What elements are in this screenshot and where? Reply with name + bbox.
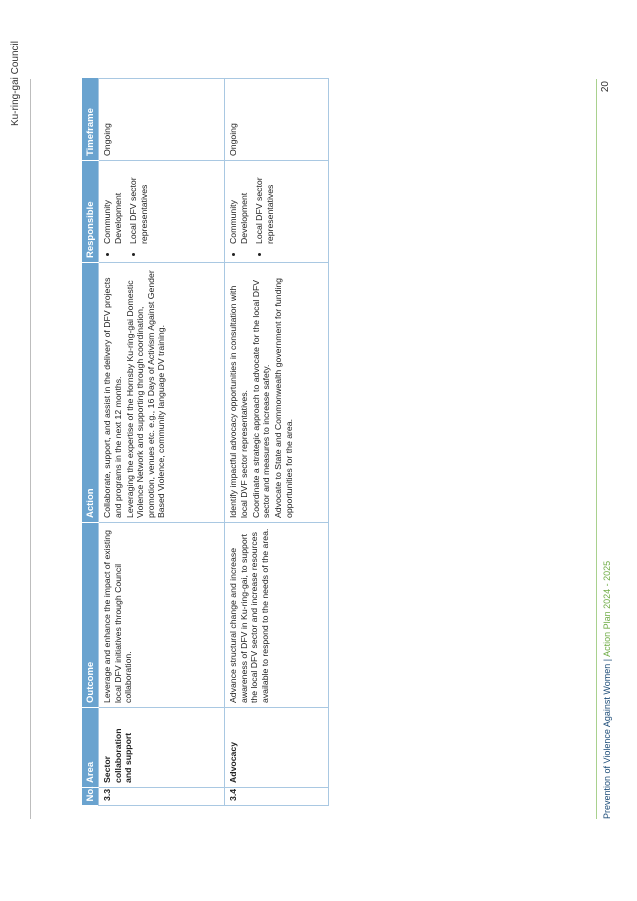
row-area: Sector collaboration and support xyxy=(98,707,225,788)
footer-divider xyxy=(596,79,597,819)
page-number: 20 xyxy=(600,81,611,93)
column-header-outcome: Outcome xyxy=(82,522,99,708)
header-divider xyxy=(30,79,31,819)
action-item: Leveraging the expertise of the Hornsby … xyxy=(124,270,167,518)
footer-plan-name: Action Plan 2024 - 2025 xyxy=(602,560,612,657)
action-plan-table: No. Area Outcome Action Responsible Time… xyxy=(82,78,329,806)
action-item: Coordinate a strategic approach to advoc… xyxy=(250,279,272,518)
responsible-item: Community Development xyxy=(102,165,123,244)
row-number: 3.4 xyxy=(224,787,329,806)
footer-doc-title: Prevention of Violence Against Women xyxy=(602,663,612,819)
action-item: Identify impactful advocacy opportunitie… xyxy=(228,285,249,518)
table-row: 3.3 Sector collaboration and support Lev… xyxy=(98,78,225,806)
footer-separator: | xyxy=(602,656,612,664)
column-header-timeframe: Timeframe xyxy=(82,78,99,161)
row-timeframe: Ongoing xyxy=(98,78,225,161)
footer-title: Prevention of Violence Against Women | A… xyxy=(602,561,612,819)
row-actions: Collaborate, support, and assist in the … xyxy=(98,262,225,523)
column-header-area: Area xyxy=(82,707,99,788)
table-header: No. Area Outcome Action Responsible Time… xyxy=(82,78,99,806)
column-header-responsible: Responsible xyxy=(82,160,99,263)
row-responsible: Community Development Local DFV sector r… xyxy=(98,160,225,263)
header-organisation: Ku-ring-gai Council xyxy=(10,41,21,127)
responsible-item: Community Development xyxy=(228,165,249,244)
responsible-item: Local DFV sector representatives xyxy=(254,165,275,244)
column-header-action: Action xyxy=(82,262,99,523)
row-outcome: Leverage and enhance the impact of exist… xyxy=(98,522,225,708)
row-outcome: Advance structural change and increase a… xyxy=(224,522,329,708)
row-responsible: Community Development Local DFV sector r… xyxy=(224,160,329,263)
column-header-no: No. xyxy=(82,786,99,806)
action-item: Collaborate, support, and assist in the … xyxy=(102,277,123,518)
row-area: Advocacy xyxy=(224,707,329,788)
table-row: 3.4 Advocacy Advance structural change a… xyxy=(224,78,329,806)
row-actions: Identify impactful advocacy opportunitie… xyxy=(224,262,329,523)
action-item: Advocate to State and Commonwealth gover… xyxy=(273,277,294,518)
row-number: 3.3 xyxy=(98,787,225,806)
responsible-item: Local DFV sector representatives xyxy=(128,165,149,244)
row-timeframe: Ongoing xyxy=(224,78,329,161)
